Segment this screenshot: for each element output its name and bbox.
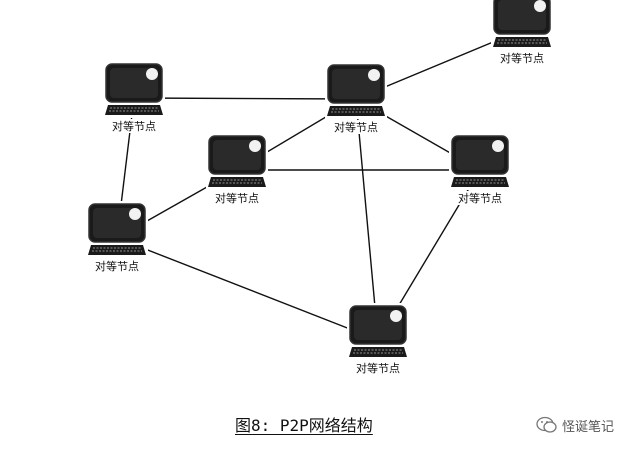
computer-icon [492,0,552,48]
peer-node-label: 对等节点 [334,120,378,134]
peer-node-label: 对等节点 [458,191,502,205]
computer-icon [348,305,408,358]
peer-node-top-right: 对等节点 [491,0,553,65]
computer-icon [207,135,267,188]
link-upper-left-upper-center [133,97,357,100]
peer-node-label: 对等节点 [356,361,400,375]
peer-node-label: 对等节点 [215,191,259,205]
network-nodes: 对等节点对等节点对等节点对等节点对等节点对等节点对等节点 [86,0,553,375]
peer-node-upper-left: 对等节点 [103,61,165,133]
computer-icon [104,63,164,116]
watermark-text: 怪诞笔记 [562,419,615,435]
link-upper-center-bottom [355,98,379,341]
watermark: 怪诞笔记 [536,414,640,436]
peer-node-label: 对等节点 [500,51,544,65]
peer-node-middle-left: 对等节点 [206,133,268,205]
figure-caption: 图8: P2P网络结构 [235,416,373,435]
computer-icon [326,64,386,117]
wechat-bubble-icon [536,416,557,433]
link-left-bottom [116,237,379,341]
peer-node-bottom: 对等节点 [347,303,409,375]
peer-node-upper-center: 对等节点 [325,62,387,134]
peer-node-label: 对等节点 [95,259,139,273]
peer-node-left: 对等节点 [86,201,148,273]
peer-node-label: 对等节点 [112,119,156,133]
peer-node-middle-right: 对等节点 [449,133,511,205]
computer-icon [87,203,147,256]
computer-icon [450,135,510,188]
